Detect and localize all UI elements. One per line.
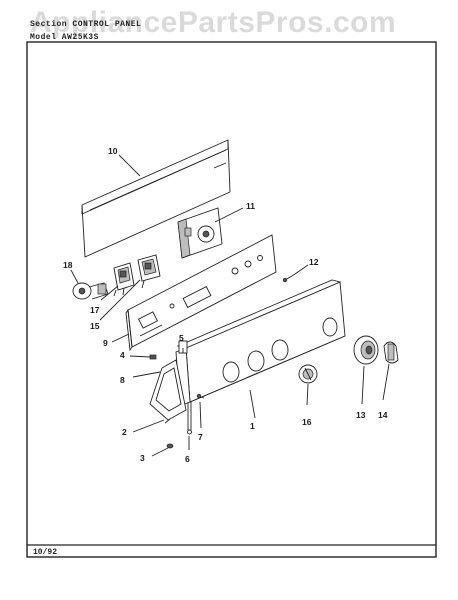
callout-9: 9 (103, 338, 108, 348)
callout-3: 3 (140, 453, 145, 463)
callout-1: 1 (250, 421, 255, 431)
callout-5: 5 (179, 333, 184, 343)
part-10-rear-panel (81, 139, 231, 258)
leader-8 (132, 371, 161, 378)
leader-14 (382, 363, 390, 401)
part-17-switch (113, 262, 135, 297)
leader-15 (99, 279, 141, 321)
watermark: AppliancePartsPros.com (30, 6, 397, 39)
callout-7: 7 (198, 432, 203, 442)
leader-18 (70, 269, 79, 284)
part-14-timer-knob (383, 341, 399, 364)
leader-11 (214, 207, 244, 223)
callout-11: 11 (246, 201, 255, 211)
callout-4: 4 (120, 350, 125, 360)
leader-7 (199, 401, 202, 429)
part-1-control-panel-housing (175, 279, 346, 407)
part-12-screw (282, 275, 293, 283)
callout-16: 16 (302, 417, 312, 427)
callout-15: 15 (90, 321, 100, 331)
callout-18: 18 (63, 260, 73, 270)
leader-1 (249, 389, 256, 419)
leader-9 (111, 333, 130, 343)
model-label: Model AW25K3S (30, 33, 99, 42)
callout-13: 13 (356, 410, 366, 420)
leader-16 (306, 383, 309, 406)
part-16-knob (298, 364, 318, 384)
part-7-screw (196, 393, 205, 399)
part-13-dial-skirt (353, 335, 379, 365)
callout-14: 14 (378, 410, 388, 420)
leader-13 (361, 365, 365, 405)
leader-12 (291, 264, 309, 277)
part-11-timer-switch (177, 207, 223, 259)
part-2-bracket (164, 418, 171, 424)
leader-10 (118, 154, 141, 177)
part-8-endcap (149, 359, 187, 421)
part-15-switch (137, 254, 161, 289)
callout-10: 10 (108, 146, 118, 156)
callout-17: 17 (90, 305, 100, 315)
part-9-control-backplate (125, 234, 277, 352)
callout-2: 2 (122, 427, 127, 437)
section-label: Section CONTROL PANEL (30, 20, 142, 29)
leader-17 (100, 285, 119, 301)
diagram-frame (26, 41, 437, 558)
leader-2 (132, 419, 165, 433)
part-6-rod (187, 402, 192, 435)
part-3-screw (166, 443, 174, 449)
part-18-timer-motor (72, 282, 109, 300)
revision-date: 10/92 (33, 548, 58, 557)
callout-12: 12 (309, 257, 319, 267)
callout-8: 8 (120, 375, 125, 385)
part-4-clip (149, 354, 157, 360)
callout-6: 6 (185, 454, 190, 464)
leader-4 (129, 355, 151, 358)
leader-3 (151, 447, 169, 457)
